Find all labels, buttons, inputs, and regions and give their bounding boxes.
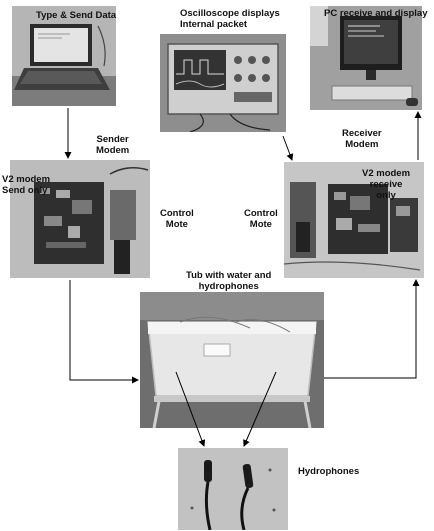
v2-receive-label: V2 modem receive only	[362, 168, 410, 201]
sender-modem-photo	[10, 160, 150, 278]
tub-label-line2: hydrophones	[198, 281, 259, 292]
v2-send-label-line1: V2 modem	[2, 174, 51, 185]
v2-send-label: V2 modem Send only	[2, 174, 50, 196]
v2-receive-label-line3: only	[376, 190, 396, 201]
sender-modem-label-line1: Sender	[96, 134, 129, 145]
v2-receive-label-line1: V2 modem	[362, 168, 411, 179]
oscilloscope-photo	[160, 34, 286, 132]
hydrophone-pair-icon	[178, 448, 288, 530]
receiver-board-icon	[284, 162, 424, 278]
hydrophones-label: Hydrophones	[298, 466, 360, 477]
receiver-modem-label-line2: Modem	[345, 139, 379, 150]
tub-label: Tub with water and hydrophones	[186, 270, 271, 292]
arrow-tub-to-receiver	[324, 279, 420, 379]
oscilloscope-label: Oscilloscope displays Internal packet	[180, 8, 280, 30]
receiver-modem-label-line1: Receiver	[342, 128, 382, 139]
laptop-icon	[12, 6, 116, 106]
pc-monitor-photo	[310, 6, 422, 110]
control-mote-right-label: Control Mote	[244, 208, 278, 230]
control-mote-right-line1: Control	[244, 208, 278, 219]
arrow-sender-to-tub	[69, 280, 139, 384]
sender-board-icon	[10, 160, 150, 278]
v2-receive-label-line2: receive	[369, 179, 403, 190]
laptop-photo	[12, 6, 116, 106]
pc-receive-label: PC receive and display	[324, 8, 428, 19]
tub-photo	[140, 292, 324, 428]
control-mote-right-line2: Mote	[249, 219, 272, 230]
control-mote-left-line2: Mote	[165, 219, 188, 230]
monitor-icon	[310, 6, 422, 110]
hydrophones-photo	[178, 448, 288, 530]
tub-icon	[140, 292, 324, 428]
arrow-oscilloscope-receiver	[282, 135, 294, 161]
oscilloscope-label-line1: Oscilloscope displays	[180, 8, 280, 19]
control-mote-left-label: Control Mote	[160, 208, 194, 230]
tub-label-line1: Tub with water and	[186, 270, 272, 281]
receiver-modem-label: Receiver Modem	[342, 128, 382, 150]
type-send-label: Type & Send Data	[36, 10, 117, 21]
sender-modem-label: Sender Modem	[96, 134, 129, 156]
sender-modem-label-line2: Modem	[96, 145, 130, 156]
control-mote-left-line1: Control	[160, 208, 194, 219]
receiver-modem-photo	[284, 162, 424, 278]
oscilloscope-icon	[160, 34, 286, 132]
v2-send-label-line2: Send only	[2, 185, 48, 196]
oscilloscope-label-line2: Internal packet	[180, 19, 248, 30]
